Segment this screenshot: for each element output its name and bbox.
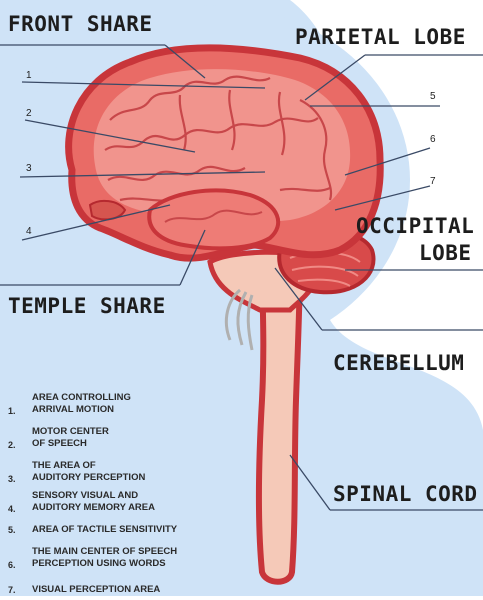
- label-occipital-lobe-line2: LOBE: [419, 243, 472, 264]
- legend-text: THE MAIN CENTER OF SPEECH PERCEPTION USI…: [32, 546, 177, 570]
- callout-number-5: 5: [430, 91, 436, 102]
- callout-number-1: 1: [26, 70, 32, 81]
- callout-number-7: 7: [430, 176, 436, 187]
- legend-text: AREA CONTROLLING ARRIVAL MOTION: [32, 392, 131, 416]
- label-parietal-lobe: PARIETAL LOBE: [295, 27, 466, 48]
- callout-number-2: 2: [26, 108, 32, 119]
- callout-number-6: 6: [430, 134, 436, 145]
- legend-text: SENSORY VISUAL AND AUDITORY MEMORY AREA: [32, 490, 155, 514]
- legend-number: 4.: [8, 504, 16, 514]
- legend-number: 6.: [8, 560, 16, 570]
- legend-text: VISUAL PERCEPTION AREA: [32, 584, 160, 596]
- legend-text: THE AREA OF AUDITORY PERCEPTION: [32, 460, 145, 484]
- callout-number-3: 3: [26, 163, 32, 174]
- legend-number: 2.: [8, 440, 16, 450]
- callout-number-4: 4: [26, 226, 32, 237]
- label-front-share: FRONT SHARE: [8, 14, 153, 35]
- label-spinal-cord: SPINAL CORD: [333, 484, 478, 505]
- label-cerebellum: CEREBELLUM: [333, 353, 464, 374]
- legend-number: 1.: [8, 406, 16, 416]
- legend-number: 3.: [8, 474, 16, 484]
- legend-text: MOTOR CENTER OF SPEECH: [32, 426, 109, 450]
- legend-text: AREA OF TACTILE SENSITIVITY: [32, 524, 177, 536]
- label-occipital-lobe-line1: OCCIPITAL: [356, 216, 474, 237]
- legend-number: 5.: [8, 525, 16, 535]
- legend-number: 7.: [8, 585, 16, 595]
- label-temple-share: TEMPLE SHARE: [8, 296, 166, 317]
